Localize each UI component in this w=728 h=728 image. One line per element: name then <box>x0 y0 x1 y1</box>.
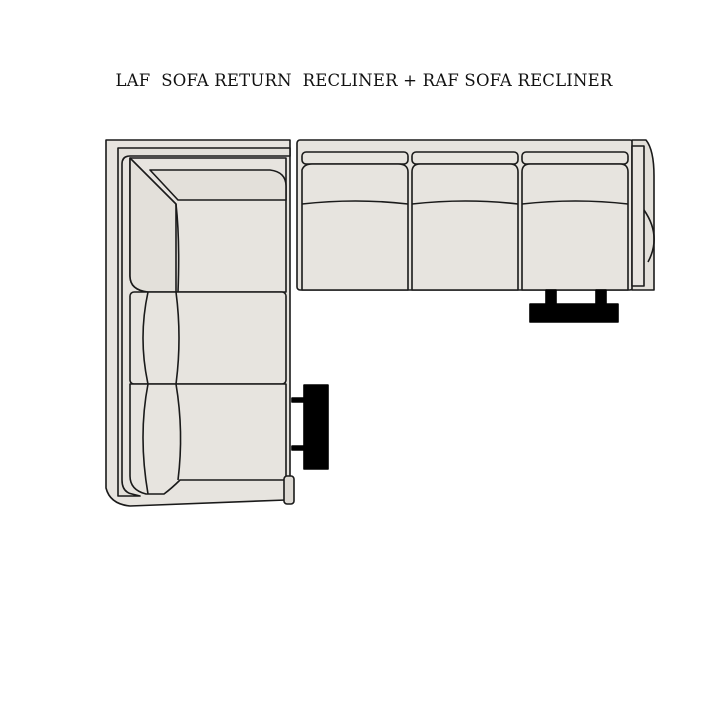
raf-back-cushion-1 <box>301 151 409 165</box>
laf-seat-recliner <box>129 383 287 495</box>
laf-recliner-footrest <box>291 384 329 470</box>
raf-seat-1 <box>301 163 409 291</box>
laf-sofa-return-recliner <box>105 139 295 507</box>
laf-seat-middle <box>129 291 287 385</box>
raf-seat-2 <box>411 163 519 291</box>
raf-sofa-recliner <box>296 139 655 291</box>
raf-back-cushion-3 <box>521 151 629 165</box>
laf-corner-seat <box>149 169 287 201</box>
diagram-title: LAF SOFA RETURN RECLINER + RAF SOFA RECL… <box>115 71 613 90</box>
raf-recliner-footrest <box>529 289 619 323</box>
raf-seat-3 <box>521 163 629 291</box>
raf-back-cushion-2 <box>411 151 519 165</box>
laf-back-frame <box>117 147 291 497</box>
laf-arm-end-cap <box>283 475 295 505</box>
